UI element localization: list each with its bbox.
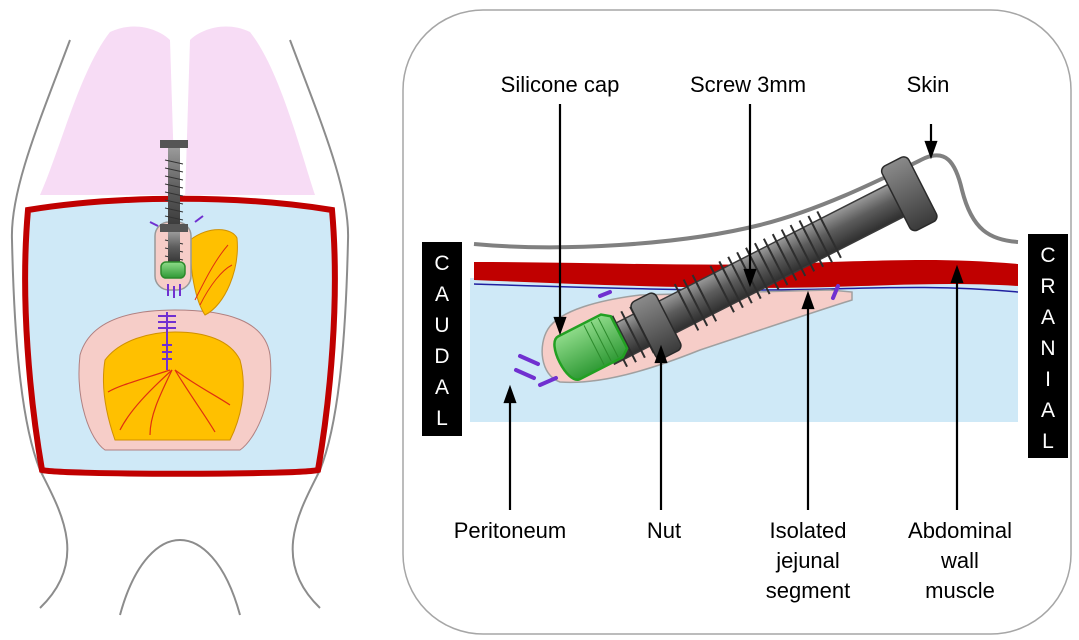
label-skin: Skin xyxy=(907,72,950,97)
label-silicone-cap: Silicone cap xyxy=(501,72,620,97)
caudal-letter: U xyxy=(434,314,449,337)
cranial-label-box: C R A N I A L xyxy=(1028,234,1068,458)
silicone-cap-icon xyxy=(161,262,185,278)
cranial-letter: A xyxy=(1041,399,1055,422)
cranial-letter: C xyxy=(1040,244,1055,267)
cranial-letter: N xyxy=(1040,337,1055,360)
label-jejunal-3: segment xyxy=(766,578,850,603)
caudal-letter: A xyxy=(435,283,449,306)
caudal-letter: A xyxy=(435,376,449,399)
label-screw: Screw 3mm xyxy=(690,72,806,97)
label-peritoneum: Peritoneum xyxy=(454,518,567,543)
caudal-letter: D xyxy=(434,345,449,368)
cranial-letter: R xyxy=(1040,275,1055,298)
label-jejunal-1: Isolated xyxy=(769,518,846,543)
label-muscle-3: muscle xyxy=(925,578,995,603)
body-overview xyxy=(12,27,348,615)
caudal-letter: L xyxy=(436,407,448,430)
mesentery xyxy=(103,332,243,440)
caudal-label-box: C A U D A L xyxy=(422,242,462,436)
label-nut: Nut xyxy=(647,518,681,543)
caudal-letter: C xyxy=(434,252,449,275)
label-jejunal-2: jejunal xyxy=(775,548,840,573)
leg-outline xyxy=(120,540,240,615)
label-muscle-1: Abdominal xyxy=(908,518,1012,543)
cranial-letter: L xyxy=(1042,430,1054,453)
cranial-letter: A xyxy=(1041,306,1055,329)
label-muscle-2: wall xyxy=(940,548,979,573)
cranial-letter: I xyxy=(1045,368,1051,391)
